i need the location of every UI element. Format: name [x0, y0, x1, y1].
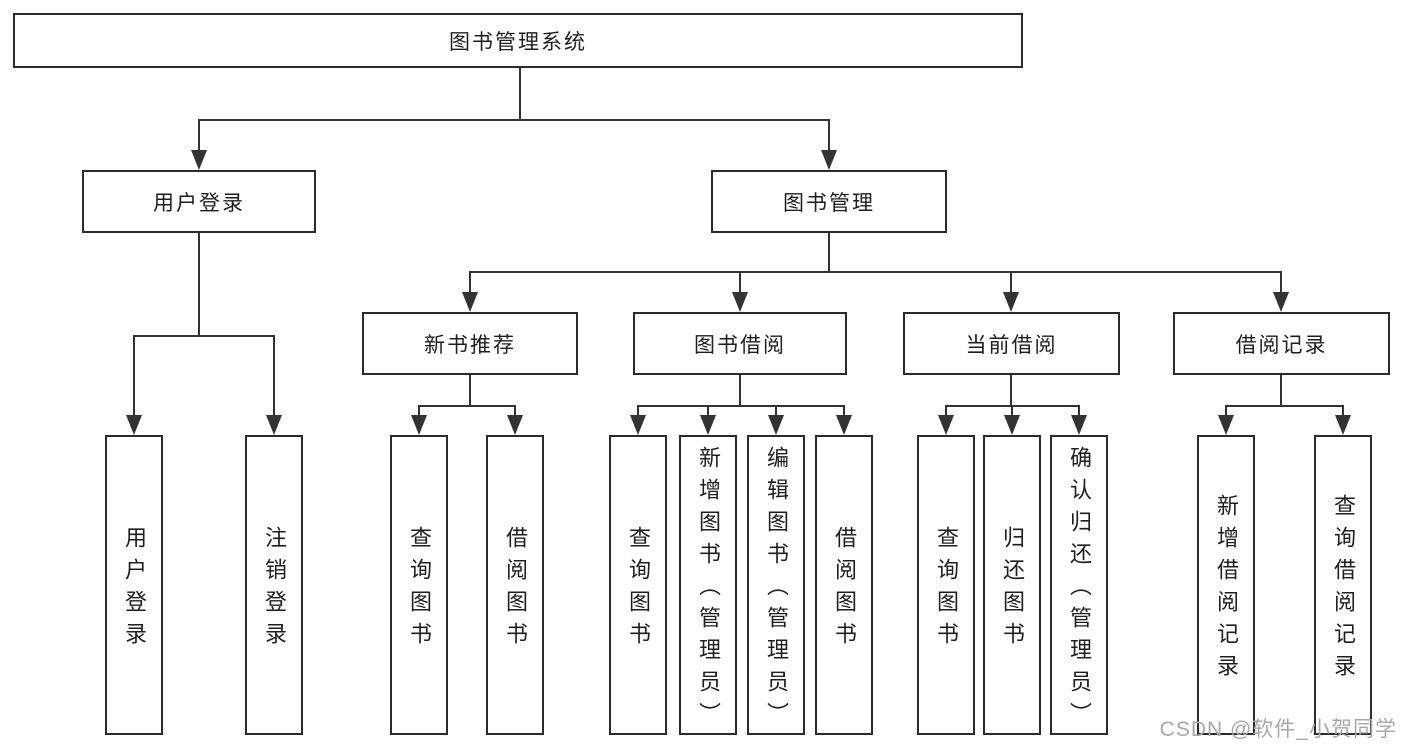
connector-line	[469, 271, 1282, 273]
node-leaf-confirm-return-admin: 确认归还（管理员）	[1050, 435, 1108, 735]
arrow-down-icon	[507, 415, 523, 435]
node-leaf-confirm-return-admin-label: 确认归还（管理员）	[1067, 446, 1092, 734]
arrow-down-icon	[732, 292, 748, 312]
node-leaf-edit-books-admin-label: 编辑图书（管理员）	[764, 446, 789, 734]
arrow-down-icon	[768, 415, 784, 435]
node-new-book-recommend-label: 新书推荐	[424, 333, 516, 357]
node-user-login: 用户登录	[82, 170, 316, 233]
node-leaf-borrow-books: 借阅图书	[815, 435, 873, 735]
arrow-down-icon	[1003, 292, 1019, 312]
node-leaf-query-borrow-record-label: 查询借阅记录	[1331, 494, 1356, 686]
connector-line	[418, 405, 516, 407]
node-leaf-add-books-admin: 新增图书（管理员）	[679, 435, 737, 735]
node-leaf-user-login: 用户登录	[105, 435, 163, 735]
arrow-down-icon	[126, 415, 142, 435]
arrow-down-icon	[630, 415, 646, 435]
node-leaf-query-borrow-record: 查询借阅记录	[1314, 435, 1372, 735]
connector-line	[1010, 375, 1012, 407]
connector-line	[1342, 405, 1344, 417]
node-leaf-current-query-books-label: 查询图书	[934, 526, 959, 654]
node-leaf-borrow-query-books: 查询图书	[609, 435, 667, 735]
connector-line	[133, 335, 275, 337]
connector-line	[739, 271, 741, 294]
node-borrowing-records-label: 借阅记录	[1235, 333, 1328, 357]
node-leaf-rec-query-books: 查询图书	[390, 435, 448, 735]
node-leaf-rec-borrow-books: 借阅图书	[486, 435, 544, 735]
arrow-down-icon	[1335, 415, 1351, 435]
connector-line	[1078, 405, 1080, 417]
arrow-down-icon	[411, 415, 427, 435]
arrow-down-icon	[1273, 292, 1289, 312]
node-leaf-return-books: 归还图书	[983, 435, 1041, 735]
connector-line	[1280, 375, 1282, 407]
connector-line	[469, 271, 471, 294]
connector-line	[1280, 271, 1282, 294]
connector-line	[828, 119, 830, 152]
arrow-down-icon	[836, 415, 852, 435]
node-leaf-add-books-admin-label: 新增图书（管理员）	[696, 446, 721, 734]
arrow-down-icon	[1071, 415, 1087, 435]
node-leaf-rec-query-books-label: 查询图书	[407, 526, 432, 654]
arrow-down-icon	[821, 150, 837, 170]
node-current-borrowing: 当前借阅	[903, 312, 1120, 375]
connector-line	[739, 375, 741, 407]
connector-line	[1010, 271, 1012, 294]
node-leaf-add-borrow-record: 新增借阅记录	[1197, 435, 1255, 735]
connector-line	[198, 119, 830, 121]
node-leaf-logout: 注销登录	[245, 435, 303, 735]
node-library-system: 图书管理系统	[13, 13, 1023, 68]
connector-line	[775, 405, 777, 417]
connector-line	[418, 405, 420, 417]
node-leaf-borrow-query-books-label: 查询图书	[626, 526, 651, 654]
node-leaf-rec-borrow-books-label: 借阅图书	[503, 526, 528, 654]
node-leaf-user-login-label: 用户登录	[122, 526, 147, 654]
connector-line	[1011, 405, 1013, 417]
node-new-book-recommend: 新书推荐	[362, 312, 578, 375]
watermark: CSDN @软件_小贺同学	[1159, 718, 1397, 741]
connector-line	[843, 405, 845, 417]
node-library-system-label: 图书管理系统	[449, 30, 587, 54]
node-leaf-logout-label: 注销登录	[262, 526, 287, 654]
node-leaf-current-query-books: 查询图书	[917, 435, 975, 735]
connector-line	[273, 335, 275, 417]
connector-line	[469, 375, 471, 407]
connector-line	[828, 233, 830, 273]
connector-line	[519, 68, 521, 121]
connector-line	[133, 335, 135, 417]
arrow-down-icon	[191, 150, 207, 170]
node-leaf-return-books-label: 归还图书	[1000, 526, 1025, 654]
connector-line	[707, 405, 709, 417]
node-borrowing-records: 借阅记录	[1173, 312, 1390, 375]
arrow-down-icon	[266, 415, 282, 435]
connector-line	[1225, 405, 1227, 417]
node-leaf-edit-books-admin: 编辑图书（管理员）	[747, 435, 805, 735]
arrow-down-icon	[938, 415, 954, 435]
connector-line	[637, 405, 639, 417]
node-book-borrowing: 图书借阅	[633, 312, 847, 375]
node-book-borrowing-label: 图书借阅	[694, 333, 786, 357]
node-book-management: 图书管理	[711, 170, 947, 233]
connector-line	[1225, 405, 1344, 407]
connector-line	[945, 405, 947, 417]
node-current-borrowing-label: 当前借阅	[965, 333, 1058, 357]
node-book-management-label: 图书管理	[783, 191, 875, 215]
node-user-login-label: 用户登录	[153, 191, 245, 215]
node-leaf-add-borrow-record-label: 新增借阅记录	[1214, 494, 1239, 686]
connector-line	[514, 405, 516, 417]
connector-line	[637, 405, 845, 407]
arrow-down-icon	[1004, 415, 1020, 435]
node-leaf-borrow-books-label: 借阅图书	[832, 526, 857, 654]
arrow-down-icon	[700, 415, 716, 435]
connector-line	[198, 233, 200, 337]
arrow-down-icon	[462, 292, 478, 312]
connector-line	[198, 119, 200, 152]
arrow-down-icon	[1218, 415, 1234, 435]
